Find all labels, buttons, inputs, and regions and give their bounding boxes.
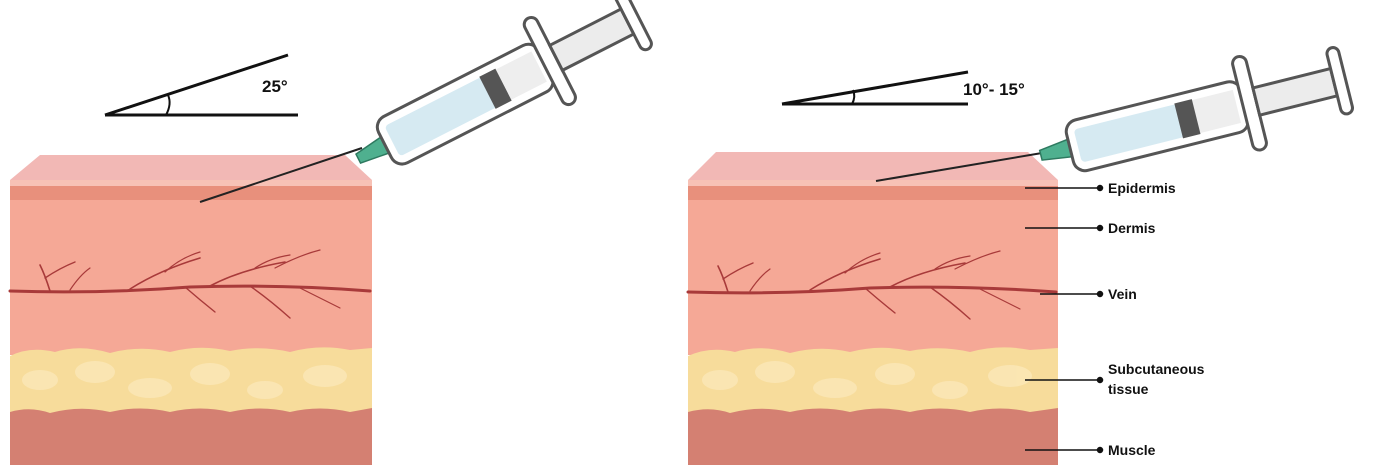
left-skin-block (10, 148, 372, 465)
skin-surface (688, 152, 1058, 180)
subcutaneous-label-line2: tissue (1108, 381, 1149, 397)
vein-label: Vein (1108, 286, 1137, 302)
epidermis-label: Epidermis (1108, 180, 1176, 196)
left-angle-indicator: 25° (105, 55, 298, 115)
dermis-label: Dermis (1108, 220, 1156, 236)
needle-hub (1039, 139, 1072, 164)
dermis-layer (10, 200, 372, 355)
left-angle-label: 25° (262, 77, 288, 96)
right-syringe (1029, 33, 1357, 202)
subcutaneous-label-line1: Subcutaneous (1108, 361, 1205, 377)
right-angle-label: 10°- 15° (963, 80, 1025, 99)
muscle-layer (10, 408, 372, 465)
dermis-layer (688, 200, 1058, 355)
muscle-label: Muscle (1108, 442, 1156, 458)
muscle-layer (688, 408, 1058, 465)
skin-surface (10, 155, 372, 180)
right-angle-indicator: 10°- 15° (782, 72, 1025, 104)
plunger-rod (1253, 69, 1337, 116)
left-syringe (336, 0, 659, 201)
right-skin-block (688, 152, 1058, 465)
plunger-rod (550, 9, 634, 70)
